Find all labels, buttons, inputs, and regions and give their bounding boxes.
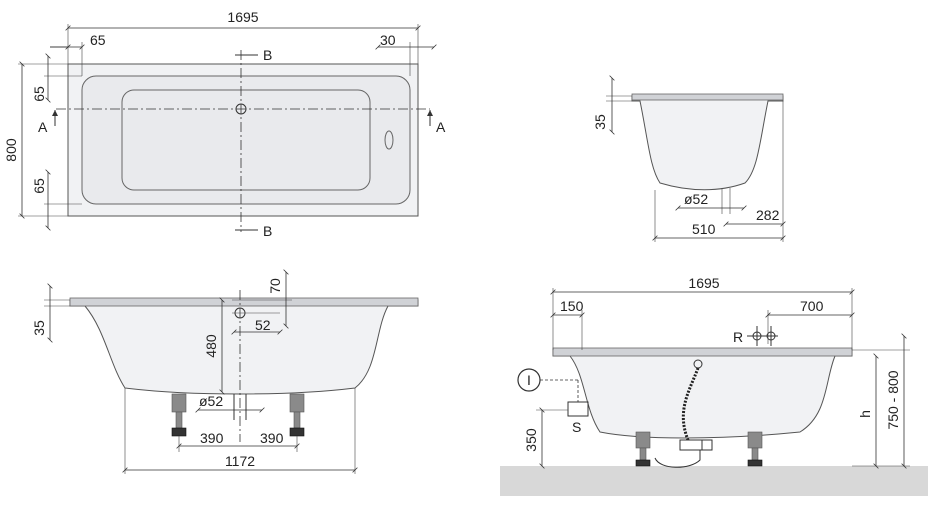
- top-view-width-label: 800: [3, 138, 19, 162]
- install-height-range-label: 750 - 800: [885, 370, 901, 429]
- top-view-bottom-offset-label: 65: [31, 178, 47, 194]
- side-section-rim: [631, 93, 784, 101]
- front-depth-label: 480: [203, 334, 219, 358]
- section-b-top-label: B: [263, 47, 272, 63]
- section-b-bottom-label: B: [263, 223, 272, 239]
- waste-trap: [654, 439, 713, 468]
- front-base-width-label: 1172: [225, 453, 255, 469]
- front-leg-left-label: 390: [200, 430, 224, 446]
- top-view-basin-floor: [121, 89, 371, 191]
- top-view-basin: [81, 75, 411, 205]
- side-section-small: 35 ø52 282 510: [592, 75, 786, 242]
- install-h-label: h: [857, 410, 873, 418]
- front-rim-height-label: 35: [31, 320, 47, 336]
- top-view-length-label: 1695: [227, 9, 258, 25]
- install-left-offset-label: 150: [560, 298, 584, 314]
- front-top-label: 70: [267, 278, 283, 294]
- top-view-left-offset-label: 65: [90, 32, 106, 48]
- top-view: 1695 65 30 800 65 65 B B A A: [3, 9, 446, 239]
- front-drain-label: 52: [255, 317, 271, 333]
- side-section-rim-height-label: 35: [592, 114, 608, 130]
- side-section-shell: [631, 95, 784, 191]
- front-drain-diameter-label: ø52: [199, 393, 223, 409]
- supply-i-marker: [517, 368, 541, 392]
- front-leg-right-label: 390: [260, 430, 284, 446]
- install-right-offset-label: 700: [800, 298, 824, 314]
- front-section-rim: [69, 297, 419, 307]
- top-view-right-offset-label: 30: [380, 32, 396, 48]
- side-section-width-label: 510: [692, 221, 716, 237]
- front-leg-left: [171, 393, 187, 413]
- top-view-overflow: [384, 130, 394, 150]
- section-a-right-label: A: [436, 119, 446, 135]
- section-a-left-label: A: [38, 119, 48, 135]
- installation-view: I S 350 1695 150 700 R h 750 - 800: [500, 275, 928, 496]
- waste-hose: [681, 367, 700, 441]
- install-r-label: R: [733, 329, 743, 345]
- side-section-drain-label: ø52: [684, 191, 708, 207]
- front-section: 35 70 52 480 ø52 390 390 1172: [31, 269, 419, 474]
- front-leg-right: [289, 393, 305, 413]
- installation-floor: [500, 466, 928, 496]
- side-section-offset-label: 282: [756, 207, 780, 223]
- front-section-shell: [69, 299, 419, 395]
- supply-s-label: S: [572, 419, 581, 435]
- top-view-top-offset-label: 65: [31, 86, 47, 102]
- install-length-label: 1695: [688, 275, 719, 291]
- install-floor-height-label: 350: [523, 428, 539, 452]
- installation-shell: [552, 349, 853, 439]
- supply-fitting: [567, 401, 589, 417]
- supply-i-label: I: [527, 372, 531, 388]
